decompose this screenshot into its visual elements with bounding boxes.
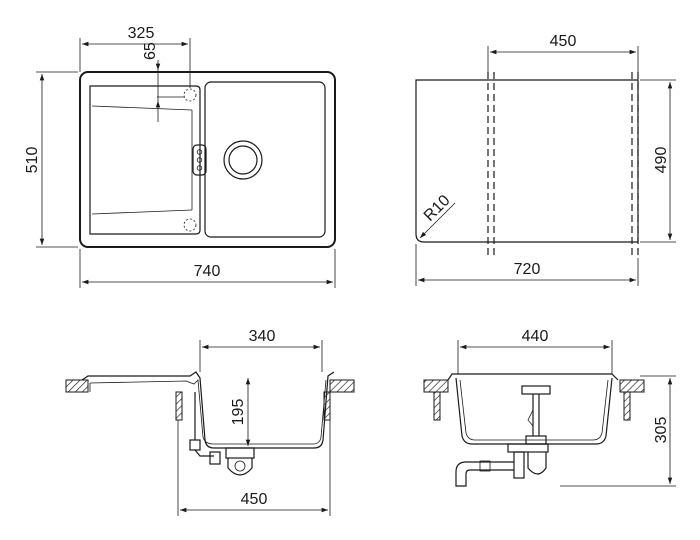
overflow-hole-1 — [196, 149, 203, 155]
countertop-right-2 — [619, 379, 645, 393]
draining-board — [89, 85, 201, 235]
overflow-joint — [189, 439, 201, 451]
radius-text: R10 — [421, 192, 454, 225]
dim-450b-text: 450 — [241, 491, 268, 508]
drain-outer — [223, 140, 263, 180]
tap-hole-top — [183, 88, 197, 102]
waste-joint — [479, 460, 491, 472]
dim-490-text: 490 — [653, 147, 670, 174]
cabinet-wall-left-2 — [433, 391, 441, 421]
side-section: 340 195 450 — [65, 328, 355, 516]
drain-body — [225, 447, 255, 459]
dim-195-text: 195 — [230, 399, 247, 426]
cutout-outline — [415, 79, 639, 243]
drain-inner — [228, 145, 258, 175]
dim-510-text: 510 — [24, 147, 41, 174]
dim-720-text: 720 — [514, 261, 541, 278]
overflow-cap — [521, 385, 551, 395]
countertop-left — [65, 379, 89, 393]
radius-leader — [419, 202, 456, 239]
overflow-hole-2 — [196, 157, 203, 163]
trap-connector — [209, 451, 221, 465]
dim-450-text: 450 — [550, 33, 577, 50]
sink-outline — [79, 71, 336, 248]
dim-325-text: 325 — [128, 25, 155, 42]
sink-profile-outer — [81, 371, 335, 449]
plan-view: 325 65 510 740 — [24, 25, 336, 288]
drain-groove-bottom — [91, 209, 193, 215]
dim-65-text: 65 — [142, 42, 159, 60]
overflow-hole-3 — [196, 165, 203, 171]
sink-profile-inner — [89, 379, 327, 445]
dim-740-text: 740 — [194, 263, 221, 280]
trap-body — [507, 443, 549, 453]
dim-340-text: 340 — [249, 328, 276, 345]
front-section: 440 305 — [423, 328, 676, 487]
tap-hole-bottom — [183, 218, 197, 232]
cabinet-wall-left — [175, 391, 183, 421]
cabinet-wall-right-2 — [623, 391, 631, 421]
countertop-left-2 — [423, 379, 449, 393]
trap-outlet — [513, 451, 525, 479]
rim-top — [447, 373, 619, 381]
overflow-slot — [192, 144, 207, 176]
drain-groove-top — [91, 105, 193, 111]
trap-bowl-2 — [527, 452, 547, 475]
cutout-view: 450 490 R10 720 — [415, 33, 676, 286]
sink-basin — [204, 81, 326, 238]
waste-pipe — [455, 461, 514, 487]
dim-440-text: 440 — [522, 328, 549, 345]
dim-305-text: 305 — [653, 417, 670, 444]
trap-cap — [234, 460, 246, 472]
basin-outer — [455, 377, 613, 445]
trap-bowl — [227, 458, 253, 476]
countertop-right — [329, 379, 355, 393]
basin-inner — [459, 379, 609, 441]
